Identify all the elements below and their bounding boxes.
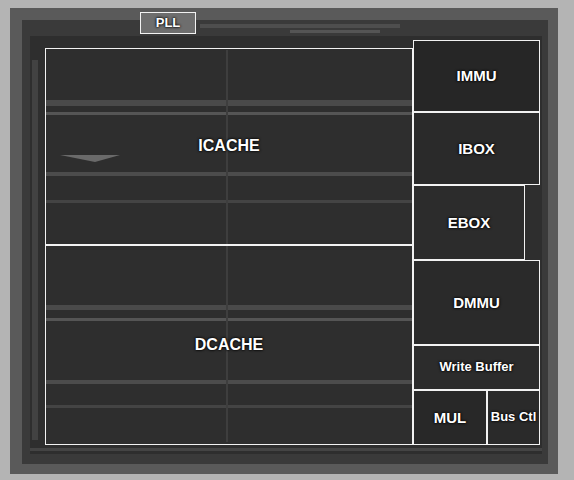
block-label: IBOX <box>458 140 495 157</box>
logic-block: IBOX <box>413 112 540 185</box>
logic-block: IMMU <box>413 40 540 112</box>
logic-block: MUL <box>413 390 487 445</box>
cache-block: DCACHE <box>45 245 413 445</box>
die-core <box>22 20 548 464</box>
block-label: Write Buffer <box>439 360 513 375</box>
pll-block: PLL <box>140 12 196 34</box>
die-wiring <box>30 24 542 451</box>
block-label: ICACHE <box>198 137 259 155</box>
logic-block: Write Buffer <box>413 345 540 390</box>
block-label: Bus Ctl <box>491 410 537 425</box>
die-core-inner <box>30 36 542 454</box>
die-edge <box>10 8 558 474</box>
block-label: MUL <box>434 409 467 426</box>
block-label: DMMU <box>453 294 500 311</box>
logic-block: Bus Ctl <box>487 390 540 445</box>
cache-block: ICACHE <box>45 48 413 245</box>
logic-block: EBOX <box>413 185 525 260</box>
block-label: IMMU <box>457 67 497 84</box>
block-label: DCACHE <box>195 336 263 354</box>
cache-stripes <box>46 50 412 442</box>
block-label: EBOX <box>448 214 491 231</box>
block-label: PLL <box>156 16 181 31</box>
logic-block: DMMU <box>413 260 540 345</box>
